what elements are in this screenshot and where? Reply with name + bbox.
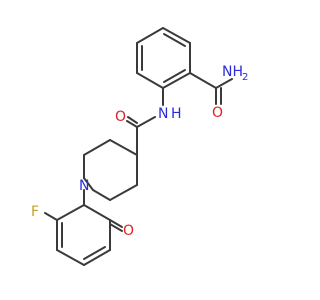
- atom-label-nh: N H: [158, 106, 182, 122]
- atom-label-nh2: NH 2: [222, 64, 248, 83]
- piperidine-ring: [83, 139, 138, 201]
- molecule-structure: NH 2 O N H O N O F: [31, 27, 248, 266]
- atom-h-link: H: [171, 106, 182, 122]
- atom-n-link: N: [158, 106, 168, 122]
- atom-n-piperidine: N: [79, 178, 89, 194]
- benzene-ring-top: [136, 27, 191, 89]
- atom-nh2-sub: 2: [242, 72, 248, 83]
- atom-nh2-text: NH: [222, 64, 243, 80]
- benzoyl-group: [83, 189, 123, 232]
- primary-amide-group: [189, 72, 233, 105]
- atom-o-bottom: O: [123, 223, 134, 239]
- atom-f: F: [31, 204, 39, 220]
- atom-o-link: O: [115, 109, 126, 125]
- secondary-amide-group: [126, 116, 156, 156]
- atom-o-top: O: [212, 105, 223, 121]
- fluorobenzene-ring: [44, 204, 111, 266]
